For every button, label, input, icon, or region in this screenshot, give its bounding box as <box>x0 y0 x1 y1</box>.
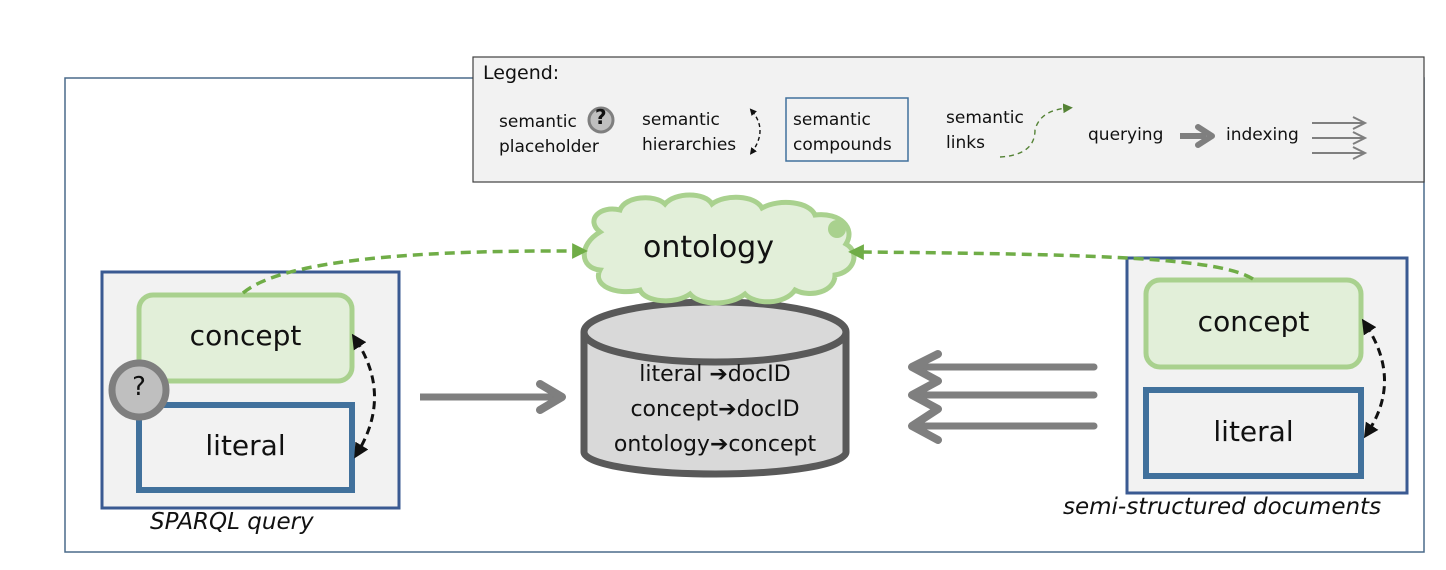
query-caption: SPARQL query <box>150 509 314 535</box>
legend-placeholder-label: semantic placeholder <box>499 110 599 160</box>
query-hierarchy-arrow <box>351 333 376 459</box>
right-arrow-icon: ➔ <box>718 397 737 422</box>
legend-question-mark: ? <box>595 105 607 129</box>
triple-arrow-icon <box>1312 116 1368 160</box>
indexing-arrows <box>908 350 1098 444</box>
doc-concept-box <box>1143 277 1364 370</box>
query-to-ontology-link <box>241 243 588 295</box>
legend-hierarchies-label: semantic hierarchies <box>642 108 736 158</box>
doc-hierarchy-arrow <box>1361 318 1386 439</box>
legend-indexing-label: indexing <box>1226 125 1299 145</box>
doc-concept-label: concept <box>1197 305 1310 338</box>
documents-caption: semi-structured documents <box>1063 494 1382 520</box>
right-arrow-icon: ➔ <box>709 432 729 457</box>
index-database <box>580 298 850 478</box>
legend-hierarchies-line1: semantic <box>642 110 720 130</box>
query-placeholder-icon <box>108 359 170 421</box>
thick-gray-arrow-icon <box>1180 124 1215 148</box>
legend-placeholder-line1: semantic <box>499 112 577 132</box>
db-row-concept: concept➔docID <box>585 397 845 422</box>
doc-literal-box <box>1143 387 1364 479</box>
doc-to-ontology-link <box>848 244 1254 281</box>
query-literal-box <box>136 402 355 493</box>
legend-links-line1: semantic <box>946 108 1024 128</box>
legend-compounds-line2: compounds <box>793 135 892 155</box>
ontology-cloud <box>581 192 857 306</box>
legend-compounds-line1: semantic <box>793 110 871 130</box>
legend-box <box>472 56 1425 183</box>
querying-arrow <box>420 380 566 414</box>
legend-hierarchies-line2: hierarchies <box>642 135 737 155</box>
db-row-literal: literal ➔docID <box>585 362 845 387</box>
legend-title: Legend: <box>483 62 560 84</box>
legend-links-line2: links <box>946 133 985 153</box>
db-row-from: literal <box>639 362 710 387</box>
query-placeholder-symbol: ? <box>132 372 146 402</box>
query-concept-label: concept <box>189 319 302 352</box>
db-row-ontology: ontology➔concept <box>585 432 845 457</box>
db-row-to: docID <box>736 397 800 422</box>
db-row-to: concept <box>728 432 817 457</box>
query-literal-label: literal <box>205 429 286 462</box>
compound-box-icon <box>785 97 909 162</box>
db-row-to: docID <box>727 362 791 387</box>
legend-links-label: semantic links <box>946 106 1024 156</box>
db-row-from: concept <box>630 397 719 422</box>
db-row-from: ontology <box>613 432 710 457</box>
question-circle-icon <box>587 106 615 134</box>
doc-literal-label: literal <box>1213 415 1294 448</box>
right-arrow-icon: ➔ <box>709 362 728 387</box>
ontology-label: ontology <box>643 230 774 265</box>
legend-querying-label: querying <box>1088 125 1164 145</box>
legend-placeholder-line2: placeholder <box>499 137 599 157</box>
legend-compounds-label: semantic compounds <box>793 108 892 158</box>
green-dashed-arrow-icon <box>999 103 1073 158</box>
dashed-double-arrow-icon <box>749 108 761 155</box>
